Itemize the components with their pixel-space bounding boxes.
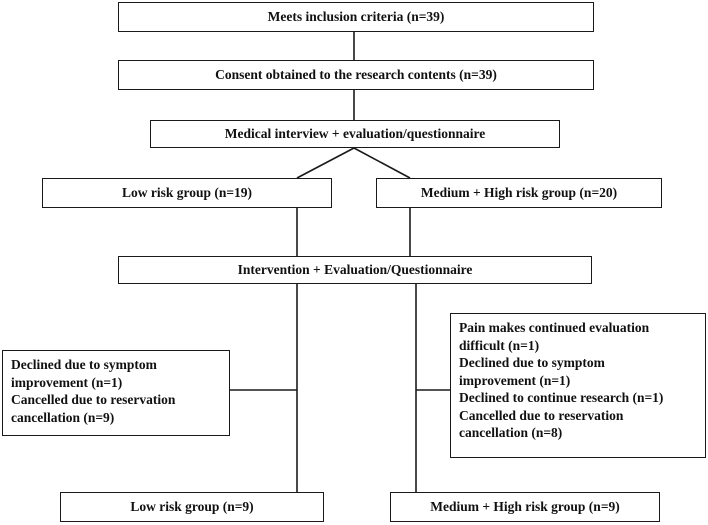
low-exclusion-line: Cancelled due to reservation xyxy=(11,392,176,407)
med-high-initial-label: Medium + High risk group (n=20) xyxy=(420,185,618,200)
low-exclusion-line: Declined due to symptom xyxy=(11,357,157,372)
interview-label: Medical interview + evaluation/questionn… xyxy=(224,126,486,141)
low-risk-initial-label: Low risk group (n=19) xyxy=(121,185,253,200)
line-interview-to-low xyxy=(296,147,355,179)
low-risk-initial-box: Low risk group (n=19) xyxy=(42,178,332,208)
low-exclusion-box: Declined due to symptom improvement (n=1… xyxy=(2,350,230,436)
med-high-exclusion-line: Declined to continue research (n=1) xyxy=(459,390,664,405)
med-high-exclusion-line: Declined due to symptom xyxy=(459,355,605,370)
med-high-initial-box: Medium + High risk group (n=20) xyxy=(376,178,662,208)
intervention-box: Intervention + Evaluation/Questionnaire xyxy=(118,256,592,284)
line-interview-to-medhigh xyxy=(353,147,411,179)
med-high-exclusion-line: Pain makes continued evaluation xyxy=(459,320,650,335)
med-high-exclusion-line: improvement (n=1) xyxy=(459,372,571,388)
med-high-exclusion-line: cancellation (n=8) xyxy=(459,425,563,440)
interview-box: Medical interview + evaluation/questionn… xyxy=(150,120,560,148)
low-exclusion-line: cancellation (n=9) xyxy=(11,409,115,425)
low-risk-final-box: Low risk group (n=9) xyxy=(60,492,324,522)
consent-box: Consent obtained to the research content… xyxy=(118,60,594,90)
med-high-final-label: Medium + High risk group (n=9) xyxy=(430,499,620,514)
med-high-final-box: Medium + High risk group (n=9) xyxy=(390,492,660,522)
inclusion-box: Meets inclusion criteria (n=39) xyxy=(118,2,594,32)
med-high-exclusion-line: Cancelled due to reservation xyxy=(459,407,624,423)
med-high-exclusion-line: difficult (n=1) xyxy=(459,337,540,353)
intervention-label: Intervention + Evaluation/Questionnaire xyxy=(237,262,473,277)
low-risk-final-label: Low risk group (n=9) xyxy=(130,499,254,514)
low-exclusion-line: improvement (n=1) xyxy=(11,374,123,390)
inclusion-label: Meets inclusion criteria (n=39) xyxy=(267,9,445,24)
consent-label: Consent obtained to the research content… xyxy=(215,67,497,82)
med-high-exclusion-box: Pain makes continued evaluation difficul… xyxy=(450,313,706,458)
